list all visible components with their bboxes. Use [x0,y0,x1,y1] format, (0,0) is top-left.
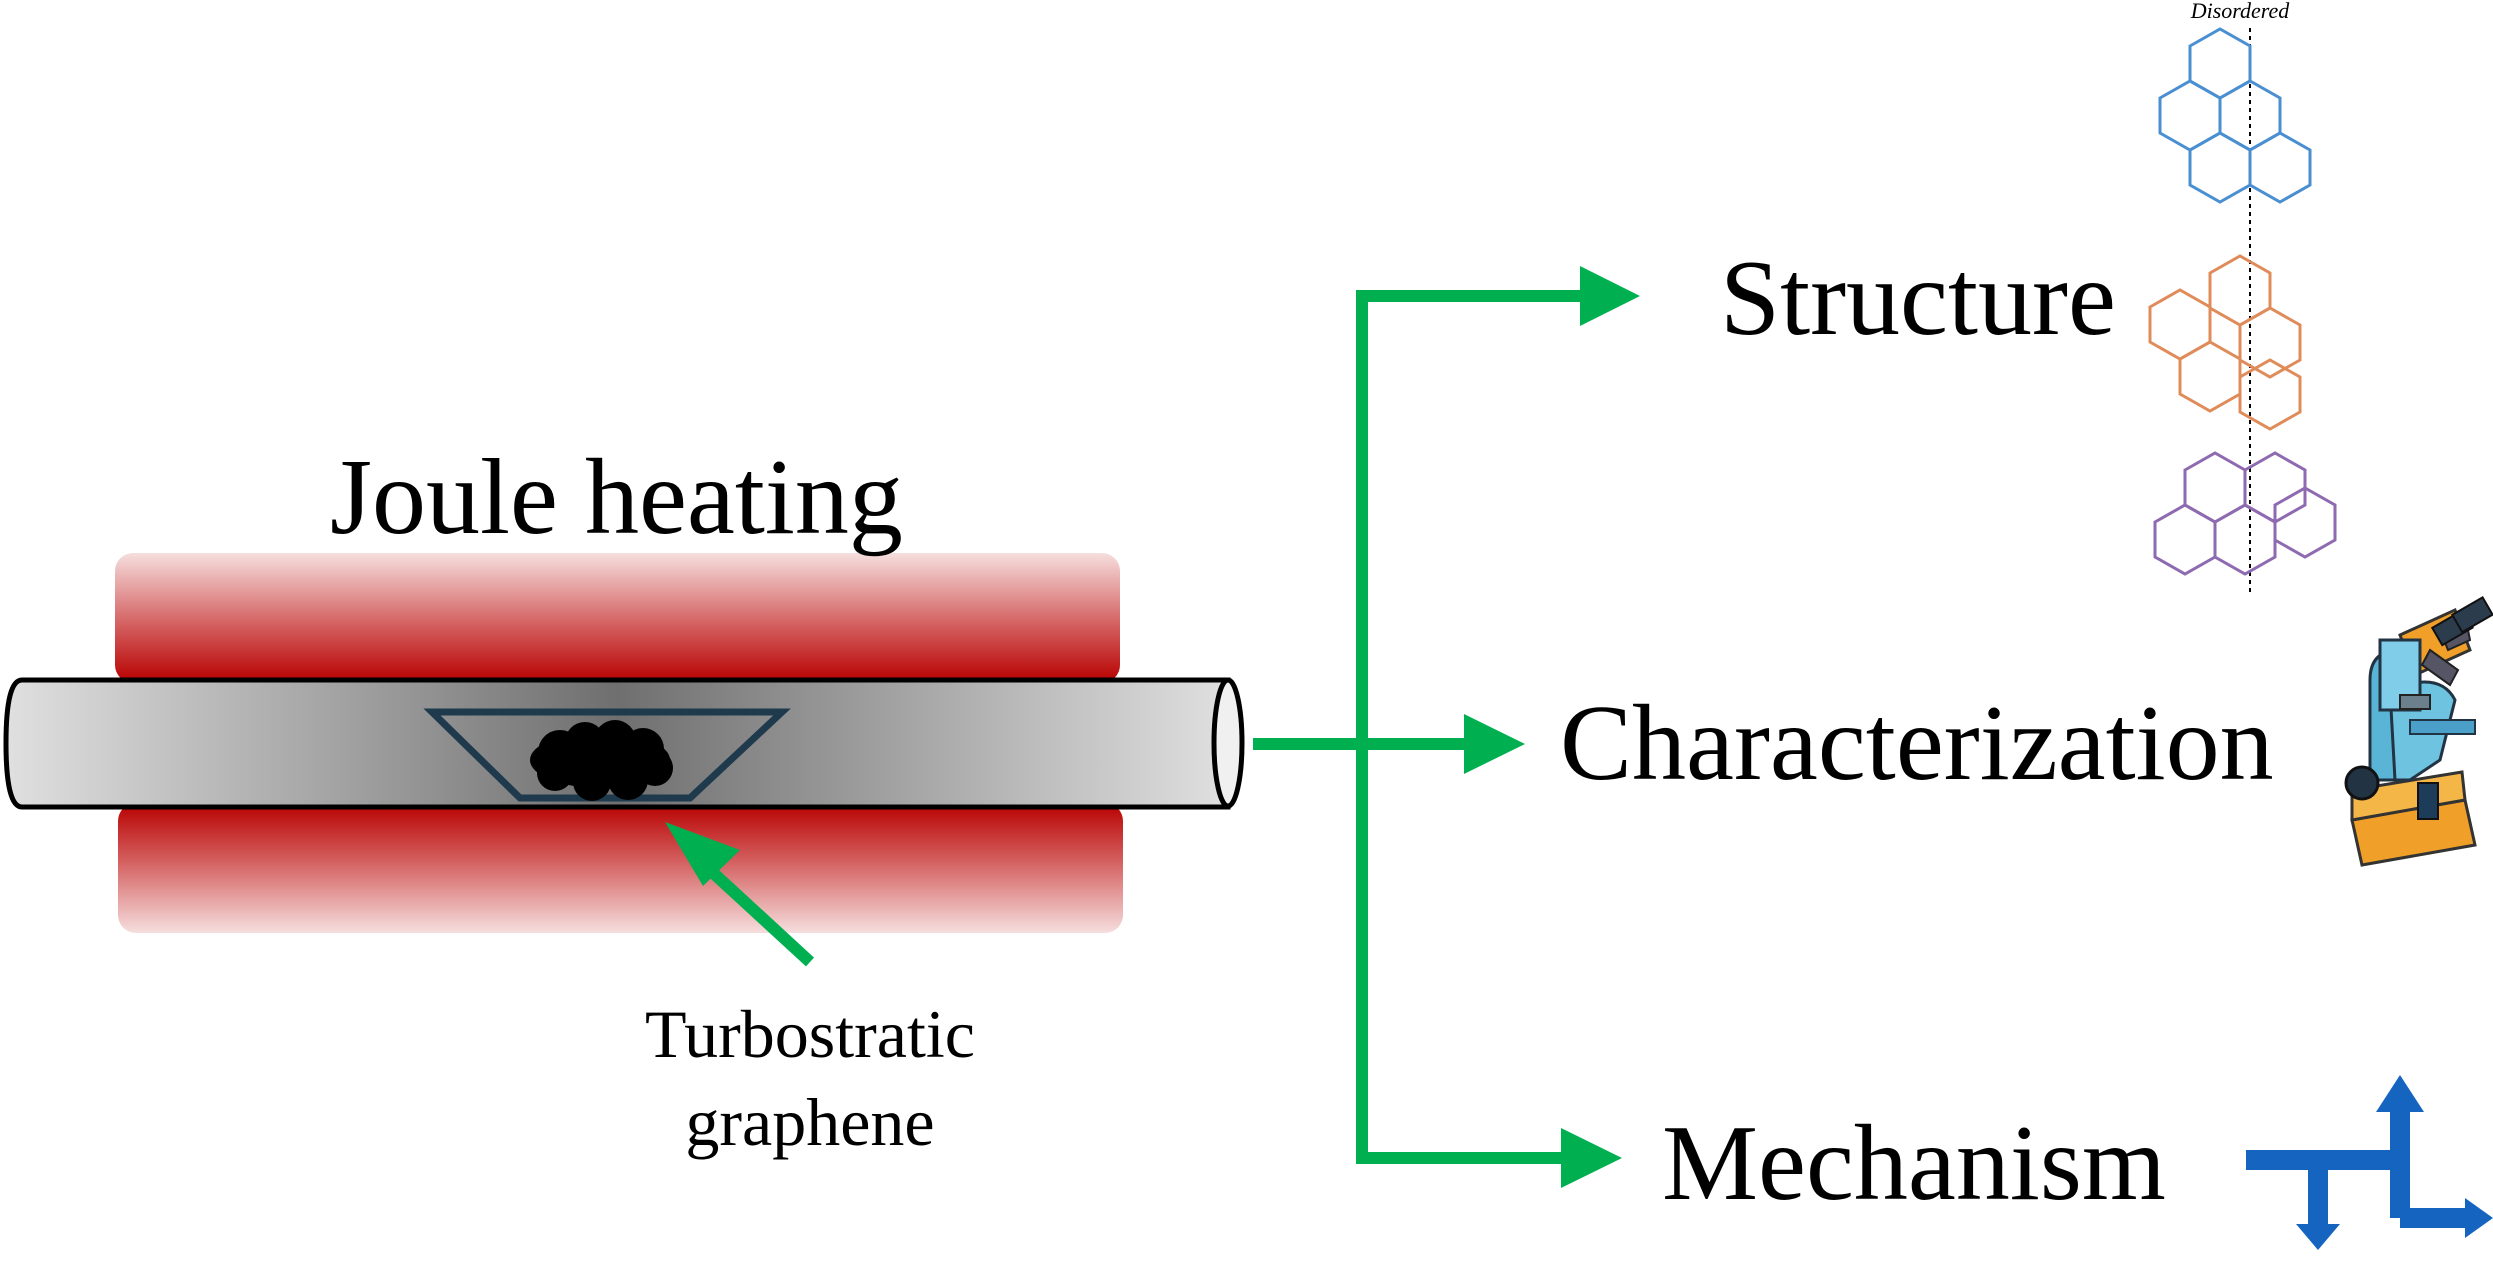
branch-label-characterization: Characterization [1560,684,2274,803]
heater-bottom [118,803,1123,933]
branch-arrows [1253,290,1584,1164]
pathway-arrow-right [2465,1198,2493,1238]
pathway-arrows-icon [2246,1110,2470,1232]
tube-opening [1211,677,1245,809]
diagram-title: Joule heating [330,438,903,557]
branch-label-structure: Structure [1720,239,2116,358]
arrow-head-characterization [1464,714,1525,774]
microscope-icon [2344,595,2493,867]
pathway-arrow-down [2296,1224,2340,1250]
product-label: Turbostratic graphene [600,990,1020,1166]
graphene-lattice-icon [2148,27,2337,592]
branch-label-mechanism: Mechanism [1662,1104,2166,1223]
pointer-arrow [665,822,815,967]
heater-top [115,553,1120,683]
pathway-arrow-up [2376,1075,2424,1112]
arrow-head-structure [1580,266,1640,326]
graphene-sample [530,720,673,801]
arrow-head-mechanism [1561,1128,1622,1188]
sample-boat [423,708,791,802]
product-label-line-2: graphene [685,1084,935,1160]
structure-annotation: Disordered [2190,0,2290,23]
product-label-line-1: Turbostratic [645,996,975,1072]
